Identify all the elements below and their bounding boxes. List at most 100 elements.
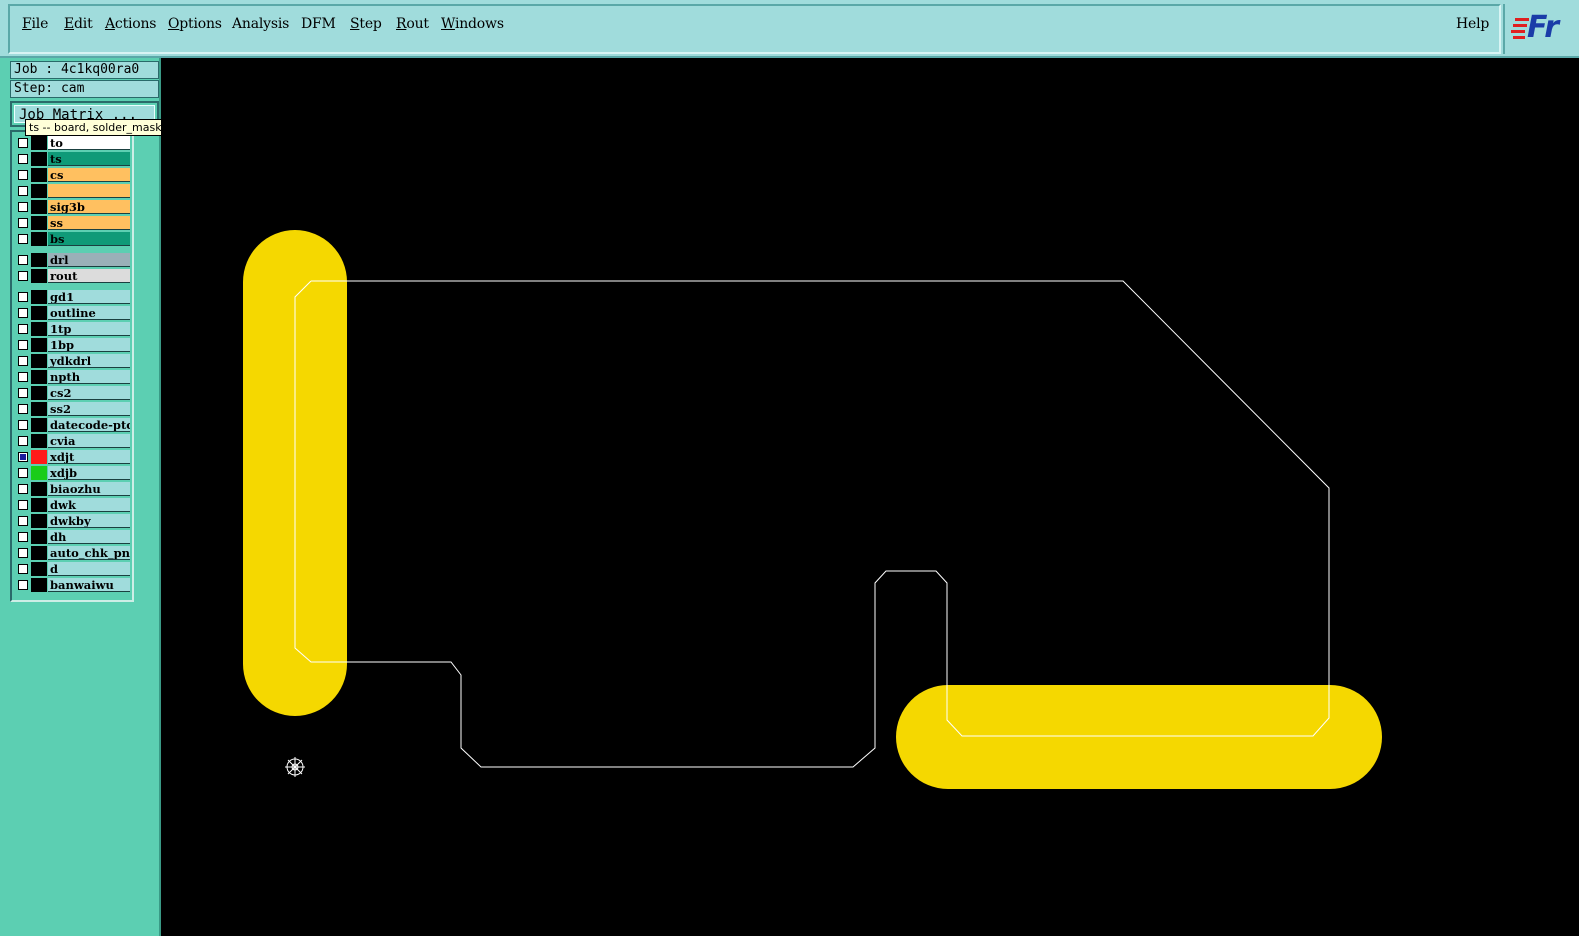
layer-name[interactable]: biaozhu xyxy=(48,482,130,496)
layer-row[interactable]: dwk xyxy=(14,498,130,512)
layer-name[interactable]: d xyxy=(48,562,130,576)
layer-row[interactable]: rout xyxy=(14,269,130,283)
layer-checkbox[interactable] xyxy=(18,548,28,558)
layer-checkbox[interactable] xyxy=(18,255,28,265)
menu-windows[interactable]: Windows xyxy=(441,16,504,32)
layer-row[interactable]: xdjt xyxy=(14,450,130,464)
layer-color-swatch[interactable] xyxy=(31,216,47,230)
layer-color-swatch[interactable] xyxy=(31,562,47,576)
layer-name[interactable]: banwaiwu xyxy=(48,578,130,592)
menu-step[interactable]: Step xyxy=(350,16,382,32)
layer-checkbox[interactable] xyxy=(18,484,28,494)
layer-color-swatch[interactable] xyxy=(31,338,47,352)
layer-name[interactable]: 1tp xyxy=(48,322,130,336)
layer-name[interactable]: xdjb xyxy=(48,466,130,480)
layer-name[interactable]: outline xyxy=(48,306,130,320)
layer-checkbox[interactable] xyxy=(18,324,28,334)
layer-checkbox[interactable] xyxy=(18,500,28,510)
layer-checkbox[interactable] xyxy=(18,138,28,148)
layer-color-swatch[interactable] xyxy=(31,269,47,283)
layer-row[interactable]: cvia xyxy=(14,434,130,448)
layer-color-swatch[interactable] xyxy=(31,498,47,512)
layer-name[interactable]: ss xyxy=(48,216,130,230)
layer-row[interactable]: auto_chk_pnl xyxy=(14,546,130,560)
menu-actions[interactable]: Actions xyxy=(105,16,157,32)
layer-name[interactable]: ydkdrl xyxy=(48,354,130,368)
layer-color-swatch[interactable] xyxy=(31,200,47,214)
layer-row[interactable]: datecode-ptc xyxy=(14,418,130,432)
layer-name[interactable]: dh xyxy=(48,530,130,544)
layer-name[interactable]: 1bp xyxy=(48,338,130,352)
graphic-canvas[interactable] xyxy=(161,58,1579,936)
layer-row[interactable]: biaozhu xyxy=(14,482,130,496)
layer-color-swatch[interactable] xyxy=(31,168,47,182)
layer-name[interactable]: drl xyxy=(48,253,130,267)
layer-color-swatch[interactable] xyxy=(31,546,47,560)
layer-color-swatch[interactable] xyxy=(31,434,47,448)
layer-color-swatch[interactable] xyxy=(31,402,47,416)
layer-checkbox[interactable] xyxy=(18,202,28,212)
layer-row[interactable]: 1bp xyxy=(14,338,130,352)
layer-color-swatch[interactable] xyxy=(31,482,47,496)
layer-color-swatch[interactable] xyxy=(31,370,47,384)
layer-name[interactable] xyxy=(48,184,130,198)
layer-checkbox[interactable] xyxy=(18,404,28,414)
layer-color-swatch[interactable] xyxy=(31,322,47,336)
layer-row[interactable]: ss2 xyxy=(14,402,130,416)
layer-color-swatch[interactable] xyxy=(31,136,47,150)
layer-row[interactable]: ydkdrl xyxy=(14,354,130,368)
layer-name[interactable]: cs xyxy=(48,168,130,182)
menu-rout[interactable]: Rout xyxy=(396,16,429,32)
layer-row[interactable]: drl xyxy=(14,253,130,267)
layer-row[interactable]: dh xyxy=(14,530,130,544)
layer-name[interactable]: gd1 xyxy=(48,290,130,304)
layer-checkbox[interactable] xyxy=(18,271,28,281)
layer-row[interactable]: 1tp xyxy=(14,322,130,336)
layer-color-swatch[interactable] xyxy=(31,386,47,400)
layer-row[interactable]: dwkby xyxy=(14,514,130,528)
layer-row[interactable]: ss xyxy=(14,216,130,230)
layer-checkbox[interactable] xyxy=(18,356,28,366)
layer-name[interactable]: rout xyxy=(48,269,130,283)
menu-edit[interactable]: Edit xyxy=(64,16,93,32)
board-drawing[interactable] xyxy=(161,58,1579,936)
layer-row[interactable]: ts xyxy=(14,152,130,166)
layer-row[interactable]: cs xyxy=(14,168,130,182)
layer-row[interactable] xyxy=(14,184,130,198)
menu-options[interactable]: Options xyxy=(168,16,222,32)
layer-name[interactable]: auto_chk_pnl xyxy=(48,546,130,560)
layer-checkbox[interactable] xyxy=(18,372,28,382)
layer-row[interactable]: cs2 xyxy=(14,386,130,400)
layer-color-swatch[interactable] xyxy=(31,514,47,528)
layer-name[interactable]: cs2 xyxy=(48,386,130,400)
menu-analysis[interactable]: Analysis xyxy=(232,16,290,32)
layer-checkbox[interactable] xyxy=(18,580,28,590)
layer-checkbox[interactable] xyxy=(18,468,28,478)
layer-name[interactable]: to xyxy=(48,136,130,150)
layer-row[interactable]: banwaiwu xyxy=(14,578,130,592)
layer-color-swatch[interactable] xyxy=(31,354,47,368)
layer-color-swatch[interactable] xyxy=(31,232,47,246)
layer-color-swatch[interactable] xyxy=(31,184,47,198)
layer-checkbox[interactable] xyxy=(18,388,28,398)
layer-row[interactable]: d xyxy=(14,562,130,576)
layer-row[interactable]: outline xyxy=(14,306,130,320)
layer-color-swatch[interactable] xyxy=(31,530,47,544)
layer-name[interactable]: cvia xyxy=(48,434,130,448)
layer-name[interactable]: bs xyxy=(48,232,130,246)
layer-row[interactable]: bs xyxy=(14,232,130,246)
layer-checkbox[interactable] xyxy=(18,186,28,196)
layer-color-swatch[interactable] xyxy=(31,450,47,464)
menu-file[interactable]: File xyxy=(22,16,49,32)
layer-row[interactable]: npth xyxy=(14,370,130,384)
layer-checkbox[interactable] xyxy=(18,340,28,350)
layer-checkbox[interactable] xyxy=(18,154,28,164)
layer-row[interactable]: xdjb xyxy=(14,466,130,480)
layer-checkbox[interactable] xyxy=(18,436,28,446)
layer-name[interactable]: xdjt xyxy=(48,450,130,464)
layer-color-swatch[interactable] xyxy=(31,152,47,166)
layer-name[interactable]: dwkby xyxy=(48,514,130,528)
layer-name[interactable]: sig3b xyxy=(48,200,130,214)
layer-row[interactable]: to xyxy=(14,136,130,150)
layer-row[interactable]: sig3b xyxy=(14,200,130,214)
